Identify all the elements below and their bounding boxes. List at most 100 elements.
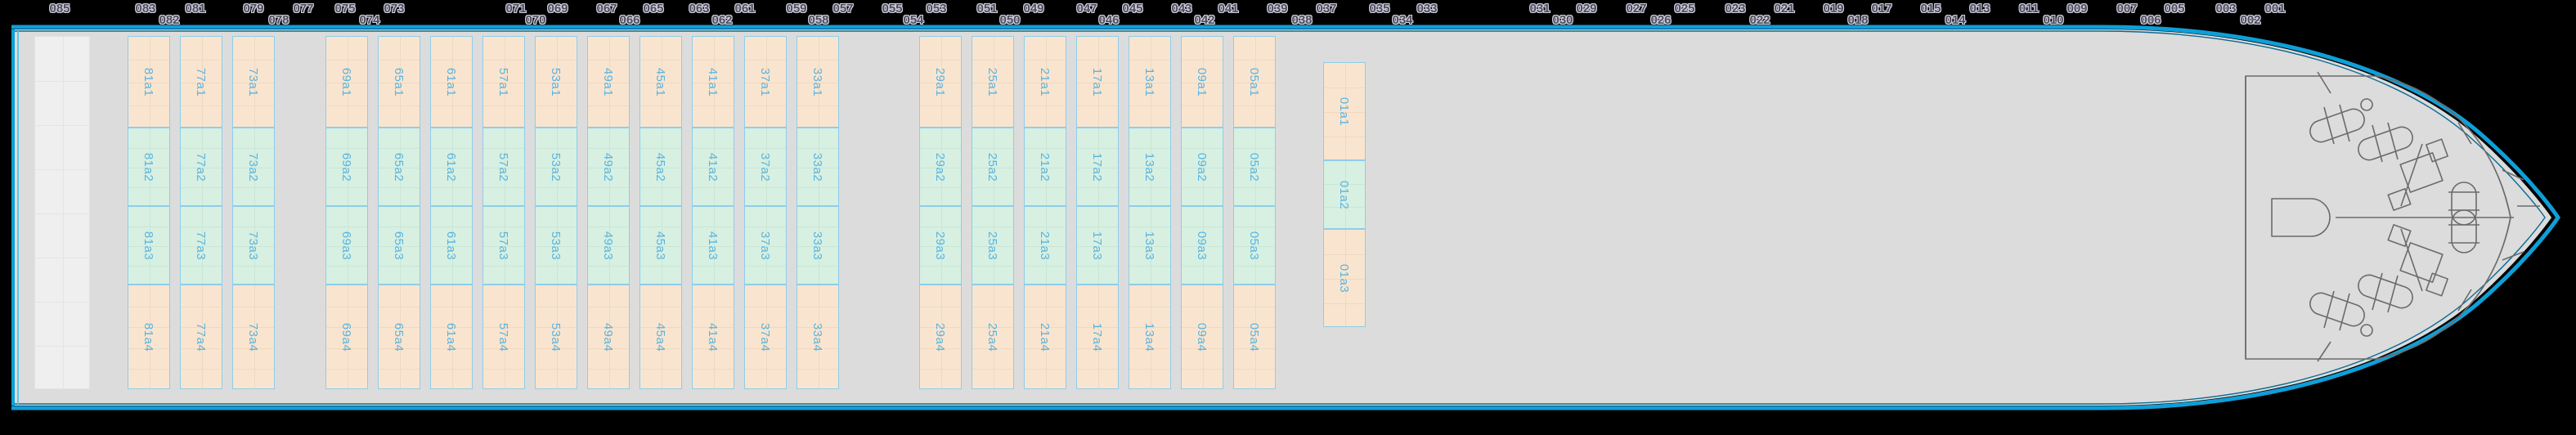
container-block-37a1[interactable]: 37a1 [744, 36, 787, 128]
container-block-33a4[interactable]: 33a4 [797, 285, 839, 389]
container-block-09a4[interactable]: 09a4 [1181, 285, 1223, 389]
container-block-65a3[interactable]: 65a3 [378, 206, 420, 285]
container-block-49a1[interactable]: 49a1 [587, 36, 630, 128]
container-block-81a3[interactable]: 81a3 [128, 206, 170, 285]
container-block-17a3[interactable]: 17a3 [1076, 206, 1119, 285]
container-block-29a1[interactable]: 29a1 [919, 36, 962, 128]
container-block-61a1[interactable]: 61a1 [430, 36, 473, 128]
container-block-45a1[interactable]: 45a1 [640, 36, 682, 128]
container-block-13a1[interactable]: 13a1 [1129, 36, 1171, 128]
container-block-45a4[interactable]: 45a4 [640, 285, 682, 389]
container-block-21a2[interactable]: 21a2 [1024, 128, 1066, 206]
container-block-65a4[interactable]: 65a4 [378, 285, 420, 389]
container-block-21a3[interactable]: 21a3 [1024, 206, 1066, 285]
container-block-65a1[interactable]: 65a1 [378, 36, 420, 128]
container-block-25a3[interactable]: 25a3 [972, 206, 1014, 285]
container-block-29a2[interactable]: 29a2 [919, 128, 962, 206]
container-block-57a2[interactable]: 57a2 [482, 128, 525, 206]
container-block-69a1[interactable]: 69a1 [325, 36, 368, 128]
container-block-77a3[interactable]: 77a3 [180, 206, 222, 285]
container-block-09a3[interactable]: 09a3 [1181, 206, 1223, 285]
container-block-53a2[interactable]: 53a2 [535, 128, 577, 206]
container-block-17a4[interactable]: 17a4 [1076, 285, 1119, 389]
container-block-05a1[interactable]: 05a1 [1233, 36, 1276, 128]
container-block-81a4[interactable]: 81a4 [128, 285, 170, 389]
container-block-37a2[interactable]: 37a2 [744, 128, 787, 206]
container-block-57a1[interactable]: 57a1 [482, 36, 525, 128]
container-block-09a1[interactable]: 09a1 [1181, 36, 1223, 128]
container-block-53a3[interactable]: 53a3 [535, 206, 577, 285]
container-block-53a4[interactable]: 53a4 [535, 285, 577, 389]
container-block-25a4[interactable]: 25a4 [972, 285, 1014, 389]
container-block-05a2[interactable]: 05a2 [1233, 128, 1276, 206]
container-block-41a2[interactable]: 41a2 [692, 128, 734, 206]
container-block-61a2[interactable]: 61a2 [430, 128, 473, 206]
container-block-37a4[interactable]: 37a4 [744, 285, 787, 389]
container-block-69a3[interactable]: 69a3 [325, 206, 368, 285]
container-block-45a3[interactable]: 45a3 [640, 206, 682, 285]
container-block-49a3[interactable]: 49a3 [587, 206, 630, 285]
container-block-69a4[interactable]: 69a4 [325, 285, 368, 389]
container-block-05a3[interactable]: 05a3 [1233, 206, 1276, 285]
container-block-01a3[interactable]: 01a3 [1323, 229, 1366, 327]
container-block-41a1[interactable]: 41a1 [692, 36, 734, 128]
container-block-29a3[interactable]: 29a3 [919, 206, 962, 285]
container-block-77a4[interactable]: 77a4 [180, 285, 222, 389]
container-block-77a2[interactable]: 77a2 [180, 128, 222, 206]
container-block-65a2[interactable]: 65a2 [378, 128, 420, 206]
container-block-21a4[interactable]: 21a4 [1024, 285, 1066, 389]
container-block-57a4[interactable]: 57a4 [482, 285, 525, 389]
container-block-53a1[interactable]: 53a1 [535, 36, 577, 128]
container-block-17a1[interactable]: 17a1 [1076, 36, 1119, 128]
container-block-81a1[interactable]: 81a1 [128, 36, 170, 128]
container-block-69a2[interactable]: 69a2 [325, 128, 368, 206]
container-block-49a4[interactable]: 49a4 [587, 285, 630, 389]
container-block-25a2[interactable]: 25a2 [972, 128, 1014, 206]
container-block-05a4[interactable]: 05a4 [1233, 285, 1276, 389]
container-block-73a1[interactable]: 73a1 [232, 36, 275, 128]
container-block-73a4[interactable]: 73a4 [232, 285, 275, 389]
container-block-09a2[interactable]: 09a2 [1181, 128, 1223, 206]
container-block-77a1[interactable]: 77a1 [180, 36, 222, 128]
container-block-37a3[interactable]: 37a3 [744, 206, 787, 285]
container-block-13a4[interactable]: 13a4 [1129, 285, 1171, 389]
container-block-33a1[interactable]: 33a1 [797, 36, 839, 128]
container-block-01a2[interactable]: 01a2 [1323, 160, 1366, 229]
container-block-13a2[interactable]: 13a2 [1129, 128, 1171, 206]
container-block-25a1[interactable]: 25a1 [972, 36, 1014, 128]
container-block-01a1[interactable]: 01a1 [1323, 62, 1366, 160]
container-block-61a3[interactable]: 61a3 [430, 206, 473, 285]
container-block-13a3[interactable]: 13a3 [1129, 206, 1171, 285]
container-block-33a3[interactable]: 33a3 [797, 206, 839, 285]
empty-slot-grid-aft[interactable] [34, 36, 90, 389]
container-block-17a2[interactable]: 17a2 [1076, 128, 1119, 206]
container-block-41a4[interactable]: 41a4 [692, 285, 734, 389]
container-block-29a4[interactable]: 29a4 [919, 285, 962, 389]
container-block-49a2[interactable]: 49a2 [587, 128, 630, 206]
container-block-57a3[interactable]: 57a3 [482, 206, 525, 285]
container-block-21a1[interactable]: 21a1 [1024, 36, 1066, 128]
container-block-61a4[interactable]: 61a4 [430, 285, 473, 389]
container-block-41a3[interactable]: 41a3 [692, 206, 734, 285]
